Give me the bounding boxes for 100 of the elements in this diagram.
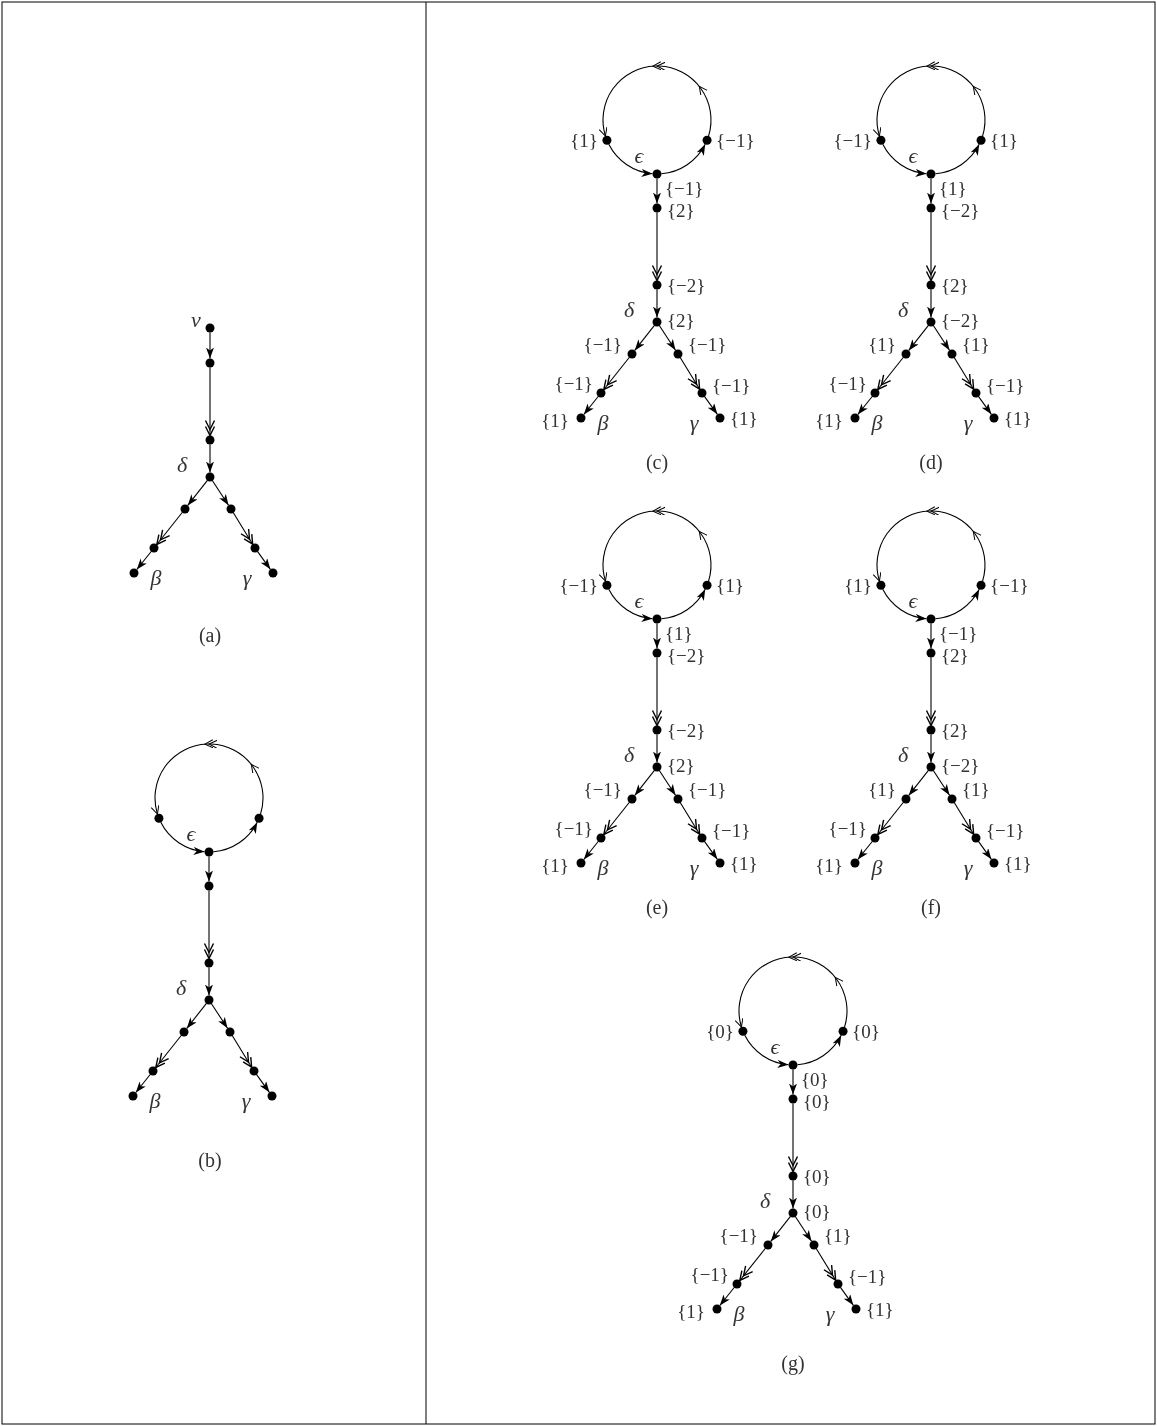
arrow <box>658 325 677 351</box>
vertex-label: {−1} <box>848 1266 887 1286</box>
arrow <box>908 325 929 351</box>
vertex-label: {−2} <box>941 200 980 220</box>
arrow <box>658 770 677 796</box>
vertex-dot <box>652 725 662 735</box>
vertex-name: β <box>150 567 162 589</box>
vertex-dot <box>627 349 637 359</box>
vertex-label: {1} <box>824 1225 852 1245</box>
arrow <box>205 966 213 997</box>
panel-caption: (f) <box>921 897 941 917</box>
vertex-dot <box>712 1304 722 1314</box>
arrow <box>634 325 655 351</box>
vertex-label: {1} <box>815 855 843 875</box>
vertex-label: {−1} <box>716 130 755 150</box>
vertex-dot <box>901 794 911 804</box>
arrow <box>873 506 986 582</box>
vertex-dot <box>697 833 707 843</box>
vertex-label: {0} <box>852 1021 880 1041</box>
arrow <box>927 288 935 319</box>
vertex-name: β <box>149 1090 161 1112</box>
vertex-label: {1} <box>1004 408 1032 428</box>
vertex-dot <box>926 614 936 624</box>
vertex-name: γ <box>242 567 252 589</box>
arrow <box>704 396 718 415</box>
vertex-label: {−1} <box>939 623 978 643</box>
vertex-dot <box>838 1026 848 1036</box>
arrow <box>908 770 929 796</box>
vertex-name: γ <box>241 1090 251 1112</box>
arrow <box>257 551 271 570</box>
vertex-dot <box>652 169 662 179</box>
arrow <box>583 395 599 416</box>
vertex-label: {−1} <box>986 375 1025 395</box>
arrow <box>932 770 951 796</box>
arrow <box>206 443 214 474</box>
vertex-label: {−2} <box>667 720 706 740</box>
arrow <box>160 821 206 855</box>
arrow <box>653 622 661 650</box>
vertex-dot <box>715 858 725 868</box>
arrow <box>840 1287 854 1306</box>
vertex-name: γ <box>963 857 973 879</box>
vertex-dot <box>788 1094 798 1104</box>
vertex-name: ϵ <box>186 823 196 845</box>
vertex-dot <box>652 648 662 658</box>
vertex-label: {1} <box>844 575 872 595</box>
vertex-label: {−1} <box>986 820 1025 840</box>
vertex-dot <box>976 580 986 590</box>
vertex-dot <box>652 762 662 772</box>
vertex-dot <box>809 1240 819 1250</box>
vertex-dot <box>179 1027 189 1037</box>
vertex-label: {0} <box>706 1021 734 1041</box>
arrow <box>186 1003 207 1029</box>
vertex-label: {−2} <box>667 645 706 665</box>
vertex-label: {1} <box>1004 853 1032 873</box>
vertex-dot <box>267 1091 277 1101</box>
vertex-dot <box>652 317 662 327</box>
arrow <box>660 143 706 175</box>
arrow <box>934 143 980 175</box>
vertex-name: γ <box>825 1303 835 1325</box>
vertex-name: β <box>871 857 883 879</box>
vertex-label: {1} <box>716 575 744 595</box>
vertex-dot <box>652 280 662 290</box>
vertex-dot <box>128 1091 138 1101</box>
panel-caption: (b) <box>198 1150 222 1170</box>
vertex-dot <box>851 1304 861 1314</box>
vertex-label: {2} <box>667 310 695 330</box>
vertex-name: β <box>871 412 883 434</box>
vertex-dot <box>947 794 957 804</box>
vertex-label: {1} <box>541 855 569 875</box>
vertex-dot <box>926 203 936 213</box>
arrow <box>882 143 928 177</box>
vertex-dot <box>702 135 712 145</box>
vertex-dot <box>205 358 215 368</box>
vertex-dot <box>673 349 683 359</box>
vertex-dot <box>926 280 936 290</box>
vertex-label: {2} <box>941 720 969 740</box>
vertex-name: ϵ <box>634 145 644 167</box>
vertex-dot <box>602 135 612 145</box>
vertex-name: ϵ <box>770 1036 780 1058</box>
vertex-dot <box>576 858 586 868</box>
arrow <box>653 288 661 319</box>
panel-caption: (c) <box>645 452 669 472</box>
vertex-name: v <box>191 309 201 331</box>
vertex-label: {0} <box>803 1166 831 1186</box>
arrow <box>932 325 951 351</box>
vertex-name: δ <box>897 299 909 321</box>
vertex-label: {2} <box>941 645 969 665</box>
arrow <box>608 143 654 177</box>
vertex-dot <box>129 568 139 578</box>
vertex-dot <box>204 995 214 1005</box>
vertex-label: {−2} <box>941 755 980 775</box>
vertex-dot <box>250 543 260 553</box>
vertex-dot <box>788 1208 798 1218</box>
arrow <box>794 1216 813 1242</box>
vertex-dot <box>971 388 981 398</box>
vertex-dot <box>926 725 936 735</box>
vertex-dot <box>226 504 236 514</box>
vertex-label: {−1} <box>828 818 867 838</box>
arrow <box>770 1216 791 1242</box>
vertex-dot <box>149 543 159 553</box>
